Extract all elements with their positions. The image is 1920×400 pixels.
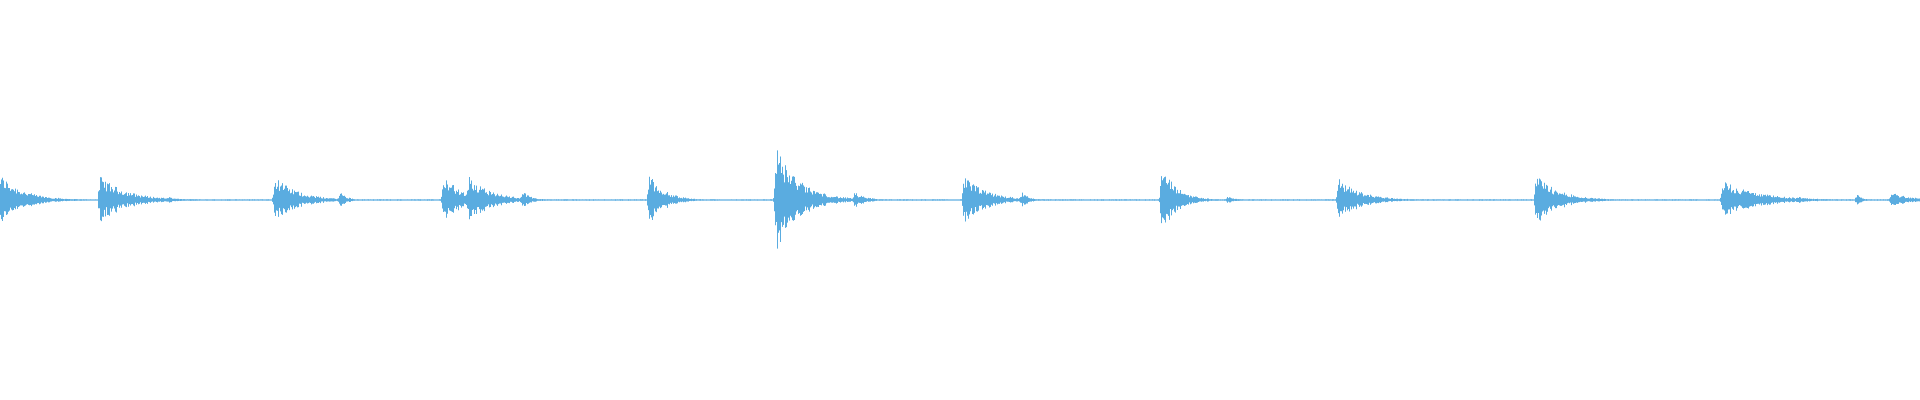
waveform-path	[0, 150, 1920, 249]
